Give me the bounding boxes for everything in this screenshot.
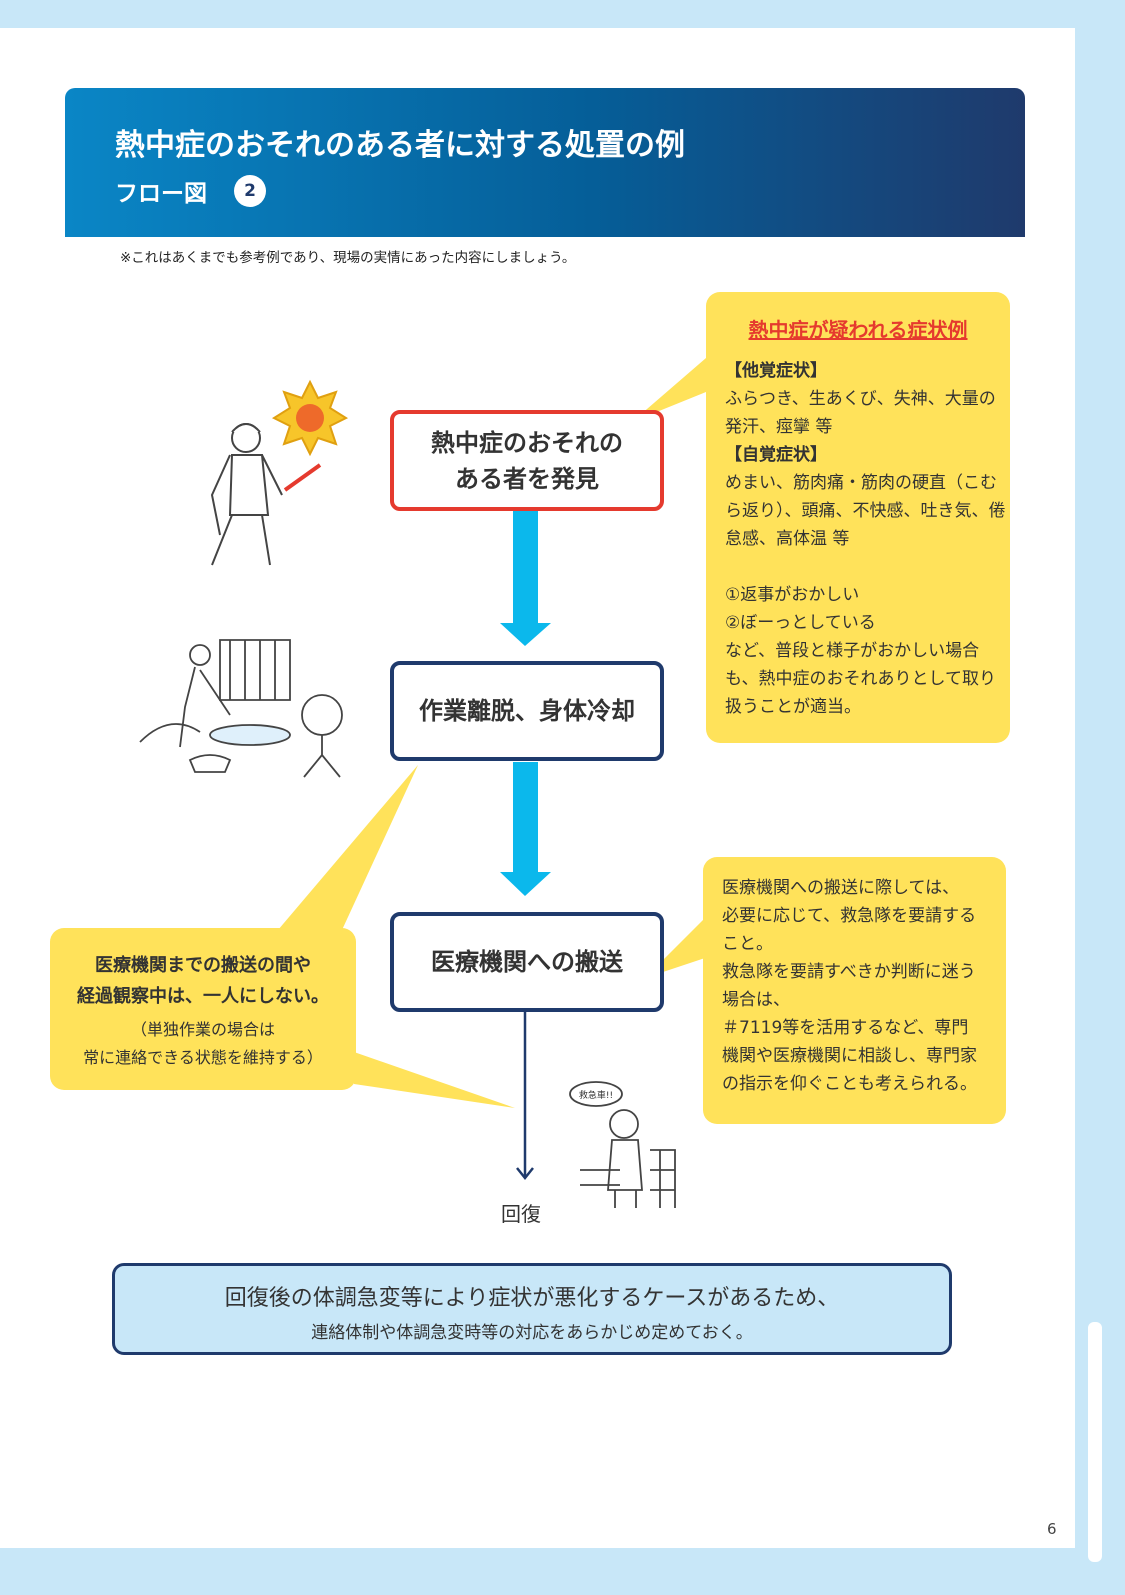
step-discover-line: 熱中症のおそれの bbox=[431, 428, 623, 457]
right-note-list: 医療機関への搬送に際しては、必要に応じて、救急隊を要請すること。救急隊を要請すべ… bbox=[722, 874, 1006, 1098]
text-line: ＃7119等を活用するなど、専門 bbox=[722, 1018, 969, 1038]
page-subtitle: フロー図 bbox=[115, 181, 207, 207]
text-line: 機関や医療機関に相談し、専門家 bbox=[722, 1046, 977, 1066]
sun-icon bbox=[271, 379, 349, 457]
symptoms-box: 熱中症が疑われる症状例 【他覚症状】ふらつき、生あくび、失神、大量の発汗、痙攣 … bbox=[706, 292, 1010, 743]
scrollbar[interactable] bbox=[1088, 1322, 1102, 1562]
worker-with-sun-illustration bbox=[210, 379, 349, 566]
text-line: ①返事がおかしい bbox=[725, 585, 860, 605]
left-note-box: 医療機関までの搬送の間や 経過観察中は、一人にしない。 （単独作業の場合は 常に… bbox=[50, 928, 356, 1090]
calling-ambulance-illustration bbox=[569, 1081, 676, 1208]
arrow-to-recovery bbox=[516, 1012, 534, 1181]
text-line: 【自覚症状】 bbox=[725, 445, 827, 465]
arrow-down-1 bbox=[500, 511, 551, 646]
step-recovery: 回復 bbox=[501, 1202, 541, 1226]
arrow-down-2 bbox=[500, 762, 551, 896]
text-line: も、熱中症のおそれありとして取り bbox=[725, 669, 996, 689]
bottom-notice-line1: 回復後の体調急変等により症状が悪化するケースがあるため、 bbox=[224, 1286, 840, 1311]
text-line bbox=[725, 553, 1010, 581]
left-callout-tail-top bbox=[278, 765, 418, 930]
text-line: 場合は、 bbox=[722, 990, 790, 1010]
text-line: 怠感、高体温 等 bbox=[725, 529, 850, 549]
text-line: 救急隊を要請すべきか判断に迷う bbox=[722, 962, 976, 982]
symptoms-title: 熱中症が疑われる症状例 bbox=[748, 318, 968, 342]
right-note-box: 医療機関への搬送に際しては、必要に応じて、救急隊を要請すること。救急隊を要請すべ… bbox=[703, 857, 1006, 1124]
left-note-text: 常に連絡できる状態を維持する） bbox=[83, 1048, 323, 1067]
left-callout-tail-bottom bbox=[354, 1052, 515, 1108]
symptoms-callout-tail bbox=[632, 358, 706, 422]
left-note-bold: 医療機関までの搬送の間や bbox=[95, 955, 311, 976]
text-line: など、普段と様子がおかしい場合 bbox=[725, 641, 980, 661]
text-line: ら返り）、頭痛、不快感、吐き気、倦 bbox=[725, 501, 1006, 521]
step-discover: 熱中症のおそれのある者を発見 bbox=[390, 410, 664, 511]
reference-note: ※これはあくまでも参考例であり、現場の実情にあった内容にしましょう。 bbox=[120, 250, 576, 266]
text-line: 扱うことが適当。 bbox=[725, 697, 861, 717]
step-transport: 医療機関への搬送 bbox=[390, 912, 664, 1012]
text-line: ふらつき、生あくび、失神、大量の bbox=[725, 389, 996, 409]
ambulance-speech: 救急車!! bbox=[579, 1089, 613, 1101]
header-banner bbox=[65, 88, 1025, 237]
symptoms-list: 【他覚症状】ふらつき、生あくび、失神、大量の発汗、痙攣 等【自覚症状】めまい、筋… bbox=[725, 357, 1010, 721]
bottom-notice-line2: 連絡体制や体調急変時等の対応をあらかじめ定めておく。 bbox=[311, 1323, 753, 1343]
text-line: 発汗、痙攣 等 bbox=[725, 417, 833, 437]
text-line: こと。 bbox=[722, 934, 773, 954]
step-discover-line: ある者を発見 bbox=[455, 464, 599, 493]
text-line: ②ぼーっとしている bbox=[725, 613, 876, 633]
left-note-text: （単独作業の場合は bbox=[130, 1020, 275, 1039]
text-line: 【他覚症状】 bbox=[725, 361, 827, 381]
text-line: の指示を仰ぐことも考えられる。 bbox=[722, 1074, 977, 1094]
step-cooling: 作業離脱、身体冷却 bbox=[390, 661, 664, 761]
page-number: 6 bbox=[1047, 1520, 1057, 1538]
flow-number-badge: 2 bbox=[234, 175, 266, 207]
page-title: 熱中症のおそれのある者に対する処置の例 bbox=[115, 128, 685, 163]
left-note-bold: 経過観察中は、一人にしない。 bbox=[77, 986, 329, 1007]
text-line: 必要に応じて、救急隊を要請する bbox=[722, 906, 977, 926]
bottom-notice-box: 回復後の体調急変等により症状が悪化するケースがあるため、 連絡体制や体調急変時等… bbox=[112, 1263, 952, 1355]
text-line: 医療機関への搬送に際しては、 bbox=[722, 878, 960, 898]
text-line: めまい、筋肉痛・筋肉の硬直（こむ bbox=[725, 473, 997, 493]
cooling-worker-illustration bbox=[139, 639, 343, 778]
